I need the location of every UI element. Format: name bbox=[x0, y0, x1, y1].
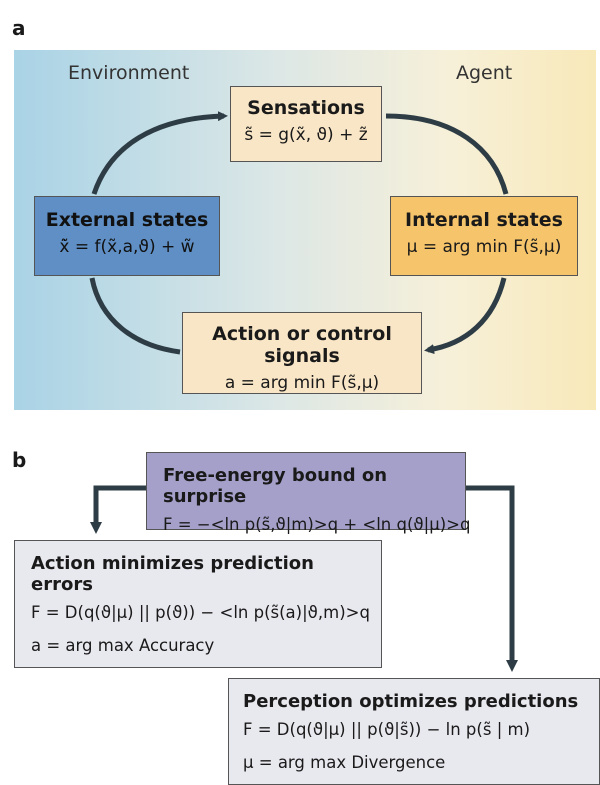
action-equation: a = arg min F(s̃,μ) bbox=[224, 373, 380, 393]
perception-equation: F = D(q(ϑ|μ) || p(ϑ|s̃)) − ln p(s̃ | m) bbox=[243, 720, 531, 739]
panel-a-diagram: Environment Agent Sensations s̃ = g(x̃, … bbox=[14, 50, 596, 410]
external-states-title: External states bbox=[45, 209, 209, 231]
action-minimizes-equation: F = D(q(ϑ|μ) || p(ϑ)) − <ln p(s̃(a)|ϑ,m)… bbox=[31, 603, 370, 622]
perception-box: Perception optimizes predictions F = D(q… bbox=[228, 678, 600, 785]
external-states-box: External states x̃̇ = f(x̃,a,ϑ) + w̃ bbox=[34, 196, 220, 276]
panel-b-label: b bbox=[12, 448, 27, 472]
sensations-box: Sensations s̃ = g(x̃, ϑ) + z̃ bbox=[230, 86, 382, 162]
free-energy-title: Free-energy bound on surprise bbox=[163, 465, 388, 507]
internal-states-box: Internal states μ = arg min F(s̃,μ) bbox=[390, 196, 578, 276]
arrow-sensations-to-internal bbox=[385, 113, 509, 195]
arrow-action-to-external bbox=[89, 277, 181, 355]
environment-label: Environment bbox=[68, 62, 190, 84]
external-states-equation: x̃̇ = f(x̃,a,ϑ) + w̃ bbox=[59, 237, 195, 257]
action-minimizes-box: Action minimizes prediction errors F = D… bbox=[14, 540, 382, 668]
internal-states-equation: μ = arg min F(s̃,μ) bbox=[406, 237, 562, 257]
panel-a-label: a bbox=[12, 16, 26, 40]
sensations-equation: s̃ = g(x̃, ϑ) + z̃ bbox=[244, 125, 368, 145]
internal-states-title: Internal states bbox=[405, 209, 563, 231]
cycle-arrows bbox=[89, 111, 509, 355]
perception-title: Perception optimizes predictions bbox=[243, 691, 579, 712]
free-energy-equation: F = −<ln p(s̃,ϑ|m)>q + <ln q(ϑ|μ)>q bbox=[163, 515, 471, 534]
arrow-free-energy-to-perception bbox=[466, 485, 518, 672]
arrow-internal-to-action bbox=[424, 277, 507, 354]
action-title: Action or control signals bbox=[212, 323, 392, 367]
arrow-external-to-sensations bbox=[91, 111, 228, 195]
arrow-free-energy-to-action bbox=[90, 485, 146, 534]
free-energy-box: Free-energy bound on surprise F = −<ln p… bbox=[146, 452, 470, 534]
action-minimizes-title: Action minimizes prediction errors bbox=[31, 553, 314, 595]
action-accuracy-equation: a = arg max Accuracy bbox=[31, 636, 215, 655]
perception-divergence-equation: μ = arg max Divergence bbox=[243, 753, 446, 772]
agent-label: Agent bbox=[456, 62, 513, 84]
sensations-title: Sensations bbox=[247, 97, 365, 119]
action-box: Action or control signals a = arg min F(… bbox=[182, 312, 422, 394]
